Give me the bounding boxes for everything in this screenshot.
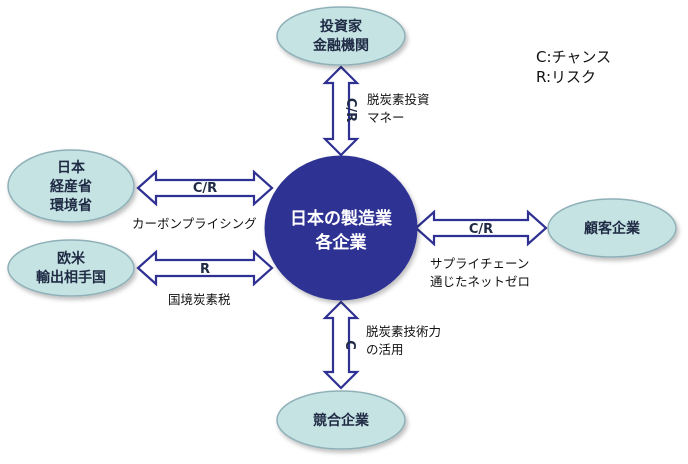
- edge-label-government: カーボンプライシング: [132, 216, 257, 231]
- node-customers-line1: 顧客企業: [584, 220, 641, 237]
- edge-label-competitors-1: 脱炭素技術力: [366, 324, 441, 339]
- edge-label-customers-2: 通じたネットゼロ: [430, 274, 530, 289]
- arrow-competitors: [322, 300, 360, 390]
- node-competitors-line1: 競合企業: [313, 412, 370, 429]
- arrow-tag-competitors: C: [342, 340, 357, 350]
- node-center: 日本の製造業 各企業: [264, 155, 418, 301]
- edge-label-trade-partners: 国境炭素税: [168, 292, 231, 307]
- node-investors-line2: 金融機関: [312, 37, 369, 54]
- edge-label-competitors-2: の活用: [366, 342, 404, 357]
- center-line2: 各企業: [315, 232, 367, 253]
- arrow-tag-customers: C/R: [469, 222, 493, 237]
- arrow-customers: [414, 209, 548, 247]
- node-trade-partners-line2: 輸出相手国: [36, 269, 106, 286]
- edge-label-customers-1: サプライチェーン: [430, 256, 529, 271]
- arrow-trade-partners: [136, 249, 274, 287]
- arrow-tag-trade-partners: R: [200, 262, 210, 277]
- arrow-tag-investors: C/R: [343, 98, 358, 122]
- node-government-line3: 環境省: [50, 197, 92, 214]
- node-trade-partners: 欧米 輸出相手国: [7, 239, 135, 297]
- legend-risk: R:リスク: [536, 68, 596, 86]
- node-government-line2: 経産省: [50, 178, 92, 195]
- legend-chance: C:チャンス: [536, 48, 611, 66]
- arrow-government: [136, 169, 274, 207]
- edge-label-investors-1: 脱炭素投資: [367, 92, 430, 107]
- edge-label-investors-2: マネー: [367, 110, 405, 125]
- node-government: 日本 経産省 環境省: [7, 149, 135, 223]
- node-customers: 顧客企業: [547, 198, 677, 258]
- arrow-investors: [322, 65, 360, 157]
- node-competitors: 競合企業: [276, 390, 406, 450]
- node-investors-line1: 投資家: [320, 18, 363, 35]
- node-trade-partners-line1: 欧米: [57, 250, 86, 267]
- arrow-tag-government: C/R: [193, 181, 217, 196]
- node-government-line1: 日本: [57, 159, 86, 176]
- center-line1: 日本の製造業: [290, 208, 392, 229]
- node-investors: 投資家 金融機関: [276, 6, 406, 66]
